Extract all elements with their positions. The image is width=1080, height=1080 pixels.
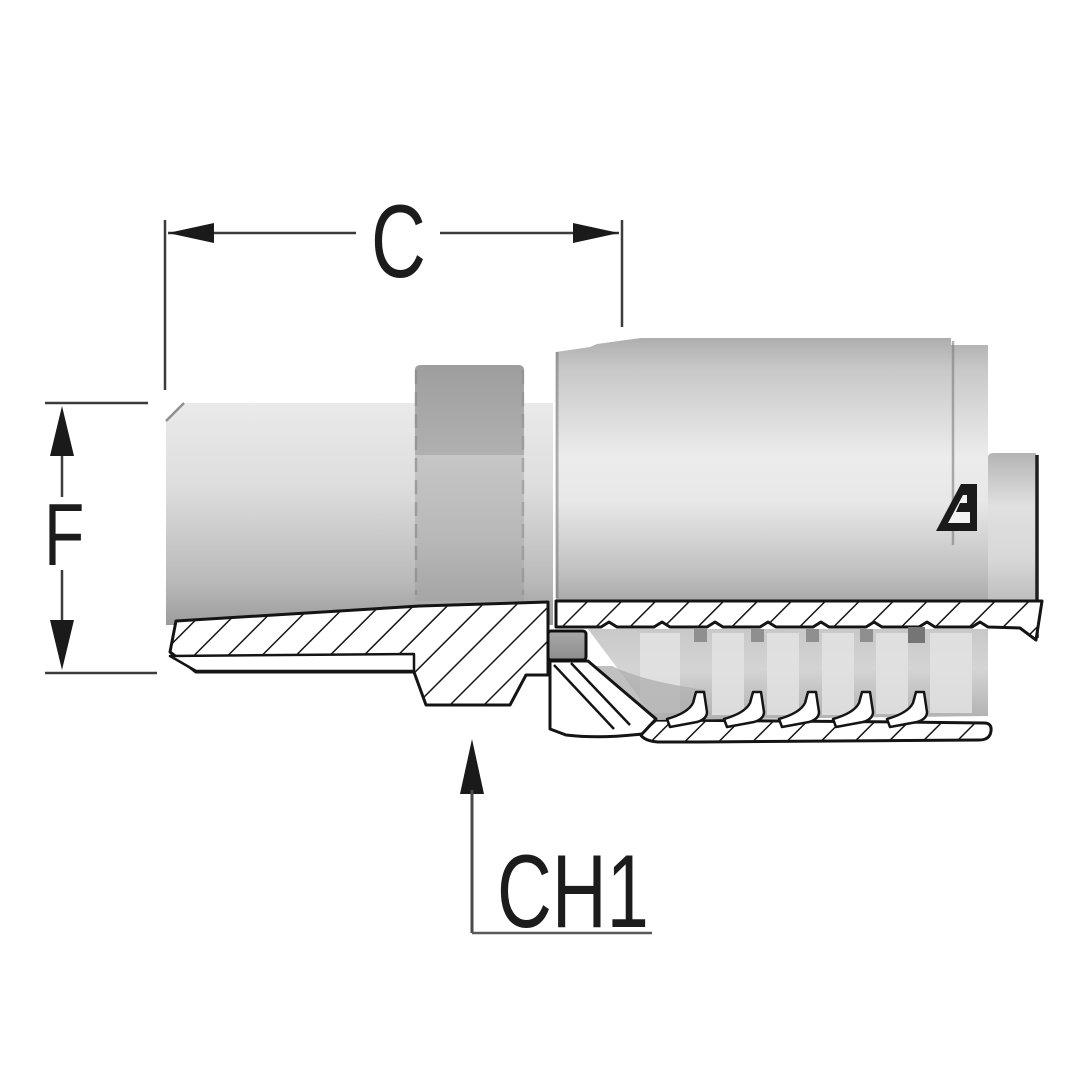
alfagomma-logo-icon <box>936 484 977 531</box>
teeth-slits <box>665 690 929 729</box>
dimension-c-label: C <box>371 184 426 299</box>
ch1-arrow-up-icon <box>460 739 484 794</box>
thread-stub-chamfer-edge <box>165 402 185 422</box>
section-view <box>168 599 1044 744</box>
dimension-f-label: F <box>44 487 84 584</box>
socket-end-cap <box>548 659 658 739</box>
c-arrow-left-icon <box>168 223 214 243</box>
external-view <box>165 338 1039 638</box>
f-arrow-down-icon <box>50 620 74 670</box>
teeth-groove-nubs <box>694 627 925 643</box>
socket-cone-shade <box>592 666 706 718</box>
dimension-c: C <box>163 184 624 390</box>
socket-top-section-band <box>554 599 1044 642</box>
dimension-f: F <box>44 401 157 675</box>
leader-ch1: CH1 <box>460 739 652 950</box>
f-arrow-up-icon <box>50 406 74 456</box>
c-arrow-right-icon <box>573 223 619 243</box>
hose-stop-ring <box>546 629 588 662</box>
hex-nut-top-facet <box>415 365 524 455</box>
socket-teeth-interior <box>587 627 988 721</box>
nipple-section <box>168 600 550 707</box>
collar-body <box>988 453 1036 604</box>
thread-crest-strip <box>168 652 416 673</box>
socket-shell-body <box>556 338 988 601</box>
ch1-label: CH1 <box>497 834 649 949</box>
